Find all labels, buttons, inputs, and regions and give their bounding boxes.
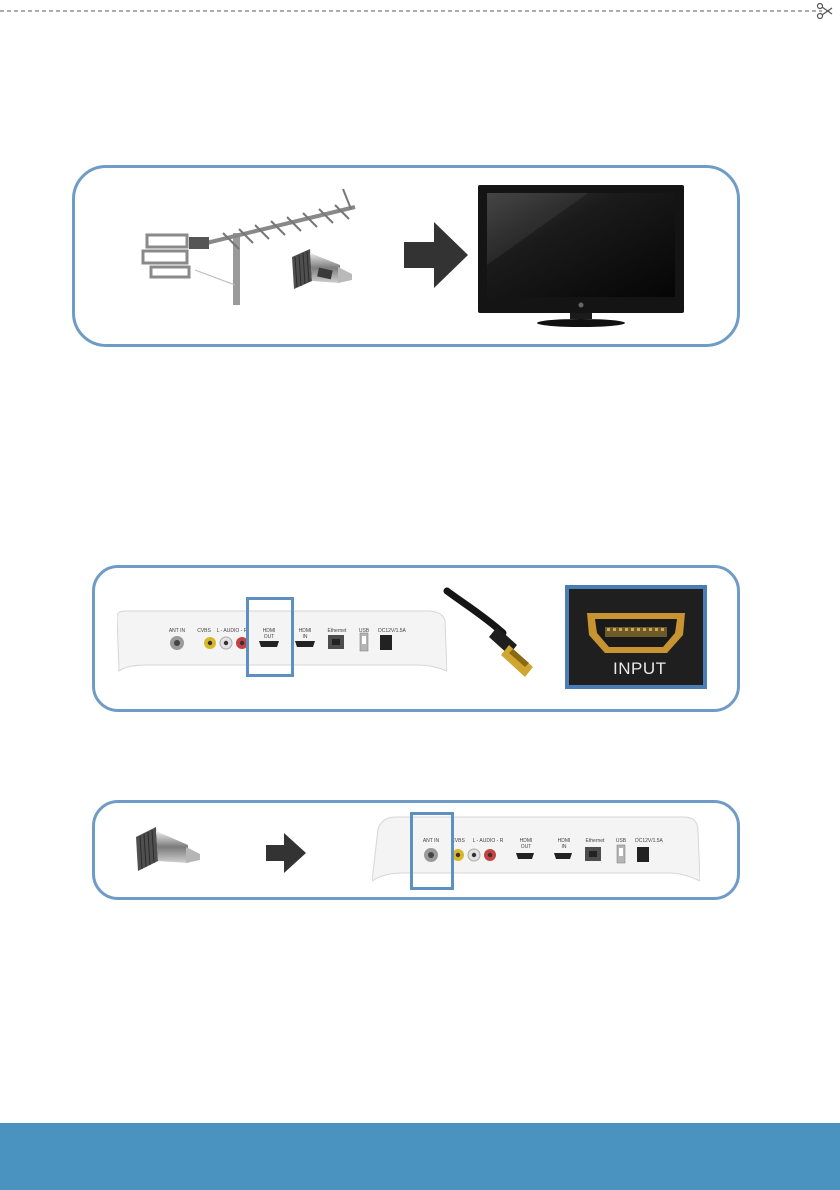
port-label-ethernet: Ethernet bbox=[322, 628, 352, 634]
port-label-audio: L - AUDIO - R bbox=[468, 838, 508, 844]
hdmi-cable-icon bbox=[443, 585, 548, 677]
tv-input-label: INPUT bbox=[613, 659, 667, 679]
cut-line bbox=[0, 0, 840, 60]
ant-in-highlight bbox=[410, 812, 454, 890]
port-label-usb: USB bbox=[356, 628, 372, 634]
port-label-usb: USB bbox=[613, 838, 629, 844]
coax-plug-icon bbox=[132, 825, 202, 877]
port-label-dc: DC12V/1.5A bbox=[375, 628, 409, 634]
tv-icon bbox=[478, 185, 684, 329]
port-label-dc: DC12V/1.5A bbox=[632, 838, 666, 844]
hdmi-port-icon bbox=[585, 607, 687, 655]
port-label-hdmi-in: HDMI IN bbox=[552, 838, 576, 850]
port-label-ant-in: ANT IN bbox=[164, 628, 190, 634]
coax-plug-icon bbox=[288, 247, 354, 297]
port-label-cvbs: CVBS bbox=[194, 628, 214, 634]
port-label-hdmi-in: HDMI IN bbox=[293, 628, 317, 640]
arrow-right-icon bbox=[404, 222, 470, 288]
port-label-hdmi-out: HDMI OUT bbox=[514, 838, 538, 850]
footer-bar bbox=[0, 1123, 840, 1190]
arrow-right-icon bbox=[266, 833, 306, 873]
tv-hdmi-input-closeup: INPUT bbox=[565, 585, 707, 689]
port-label-ethernet: Ethernet bbox=[580, 838, 610, 844]
hdmi-out-highlight bbox=[246, 597, 294, 677]
